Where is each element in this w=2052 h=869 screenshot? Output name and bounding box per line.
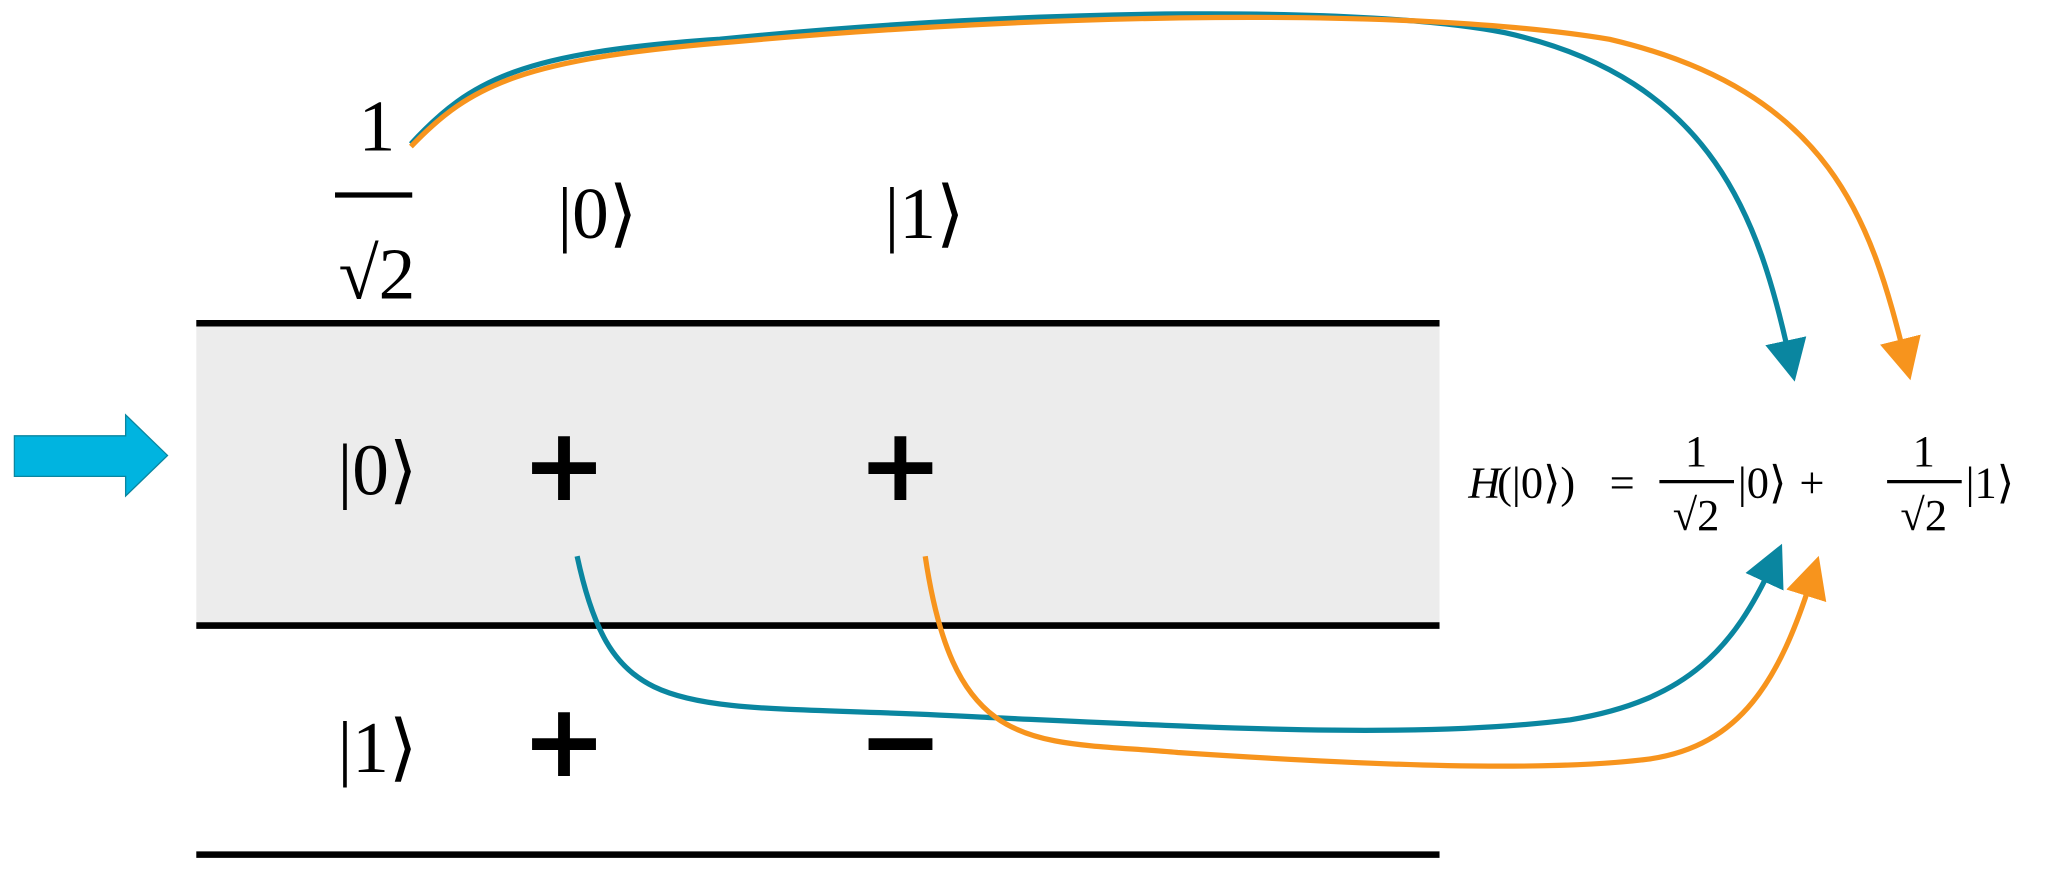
row-1-label: |1⟩ xyxy=(338,707,418,788)
formula-equals: = xyxy=(1610,457,1635,507)
formula-coef2-numerator: 1 xyxy=(1913,426,1935,476)
arrow-row0-col0-to-ket0 xyxy=(574,543,1784,733)
hadamard-formula: H (|0⟩) = 1 √2 |0⟩ + 1 √2 |1⟩ xyxy=(1467,426,2014,540)
row-0-label: |0⟩ xyxy=(338,430,418,511)
row-0-cell-1: + xyxy=(858,406,944,525)
formula-ket-1: |1⟩ xyxy=(1966,457,2015,507)
formula-coef1-numerator: 1 xyxy=(1685,426,1707,476)
row-1-cell-0: + xyxy=(521,682,607,801)
header-coefficient-numerator: 1 xyxy=(359,86,396,167)
highlighted-row-background xyxy=(196,324,1440,623)
arrow-row0-col1-to-ket1 xyxy=(922,555,1827,769)
header-col-1: |1⟩ xyxy=(885,173,965,254)
arrow-coefficient-to-ket1 xyxy=(409,14,1921,381)
row-0-cell-0: + xyxy=(521,406,607,525)
formula-ket-0: |0⟩ xyxy=(1738,457,1787,507)
formula-plus: + xyxy=(1799,457,1824,507)
arrow-coefficient-to-ket0 xyxy=(408,11,1807,382)
header-coefficient-denominator: √2 xyxy=(338,233,415,314)
header-col-0: |0⟩ xyxy=(557,173,637,254)
input-arrow-icon xyxy=(13,413,169,498)
formula-argument: (|0⟩) xyxy=(1497,457,1575,507)
formula-coef1-denominator: √2 xyxy=(1673,490,1720,540)
formula-coef2-denominator: √2 xyxy=(1900,490,1947,540)
formula-operator: H xyxy=(1467,457,1503,507)
row-1-cell-1: − xyxy=(858,682,944,801)
